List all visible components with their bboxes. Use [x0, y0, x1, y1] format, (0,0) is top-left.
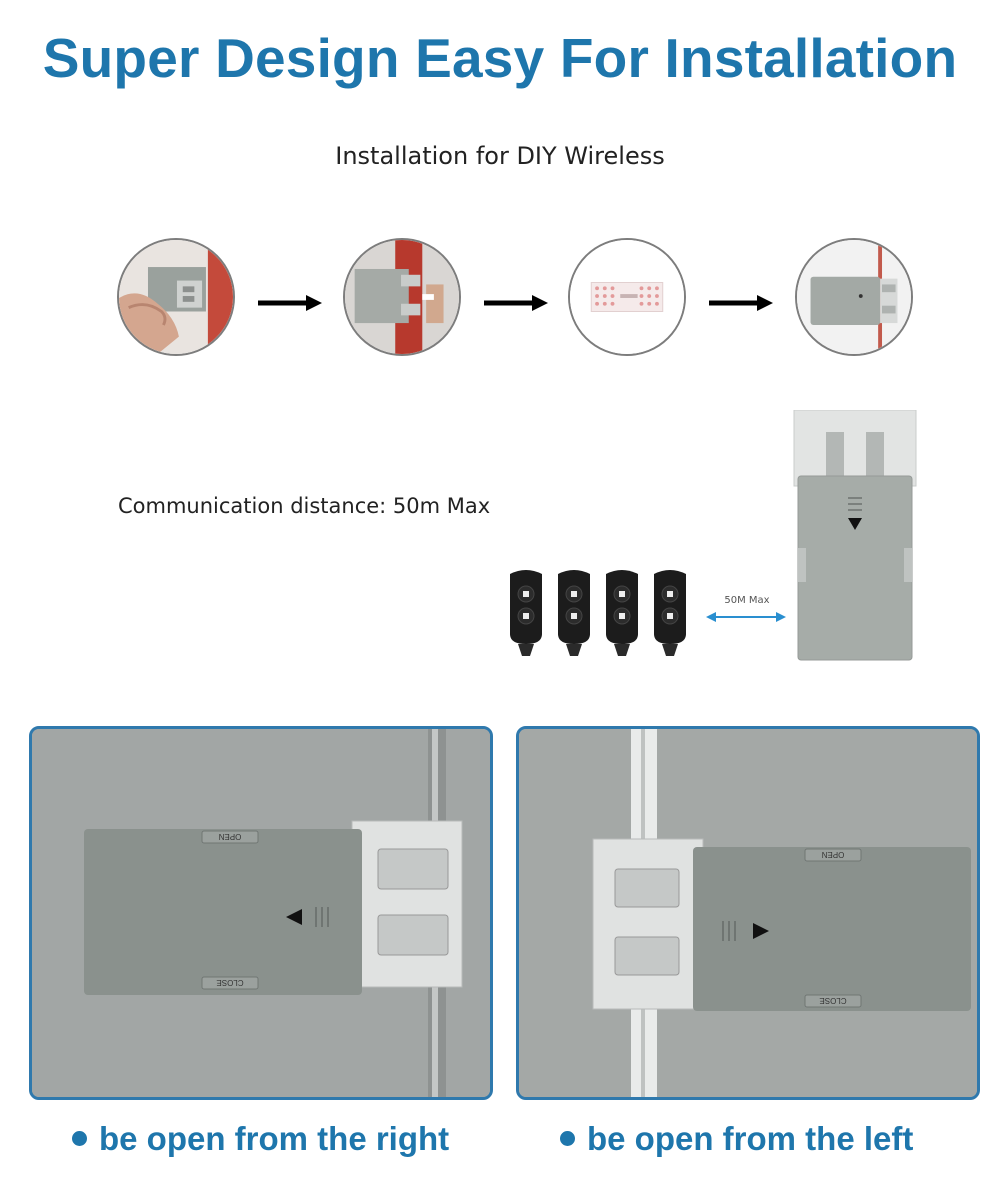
caption-open-from-left: be open from the left: [560, 1120, 913, 1158]
install-subtitle: Installation for DIY Wireless: [335, 142, 665, 170]
bullet-icon: [560, 1130, 575, 1146]
page-title: Super Design Easy For Installation: [42, 27, 958, 89]
distance-label: 50M Max: [724, 595, 770, 606]
step-2-lock-mounted-on-door-icon: [343, 238, 461, 356]
photo-open-from-left: OPEN CLOSE: [516, 726, 980, 1100]
bullet-icon: [72, 1130, 87, 1146]
communication-distance-text: Communication distance: 50m Max: [118, 494, 491, 518]
step-4-installed-lock-icon: [795, 238, 913, 356]
open-label: OPEN: [821, 850, 844, 859]
photo-open-from-right: OPEN CLOSE: [29, 726, 493, 1100]
arrow-right-icon: [709, 295, 773, 311]
caption-open-from-right: be open from the right: [72, 1120, 449, 1158]
remote-control-icon: [510, 570, 542, 656]
remote-control-icon: [606, 570, 638, 656]
remote-control-icon: [654, 570, 686, 656]
arrow-right-icon: [484, 295, 548, 311]
step-3-adhesive-tape-icon: [568, 238, 686, 356]
arrow-right-icon: [258, 295, 322, 311]
close-label: CLOSE: [819, 996, 846, 1005]
step-1-hand-holding-lock-icon: [117, 238, 235, 356]
open-label: OPEN: [218, 832, 241, 841]
close-label: CLOSE: [216, 978, 243, 987]
remote-control-icon: [558, 570, 590, 656]
lock-unit-vertical-icon: [793, 410, 917, 661]
double-arrow-icon: [706, 612, 786, 622]
